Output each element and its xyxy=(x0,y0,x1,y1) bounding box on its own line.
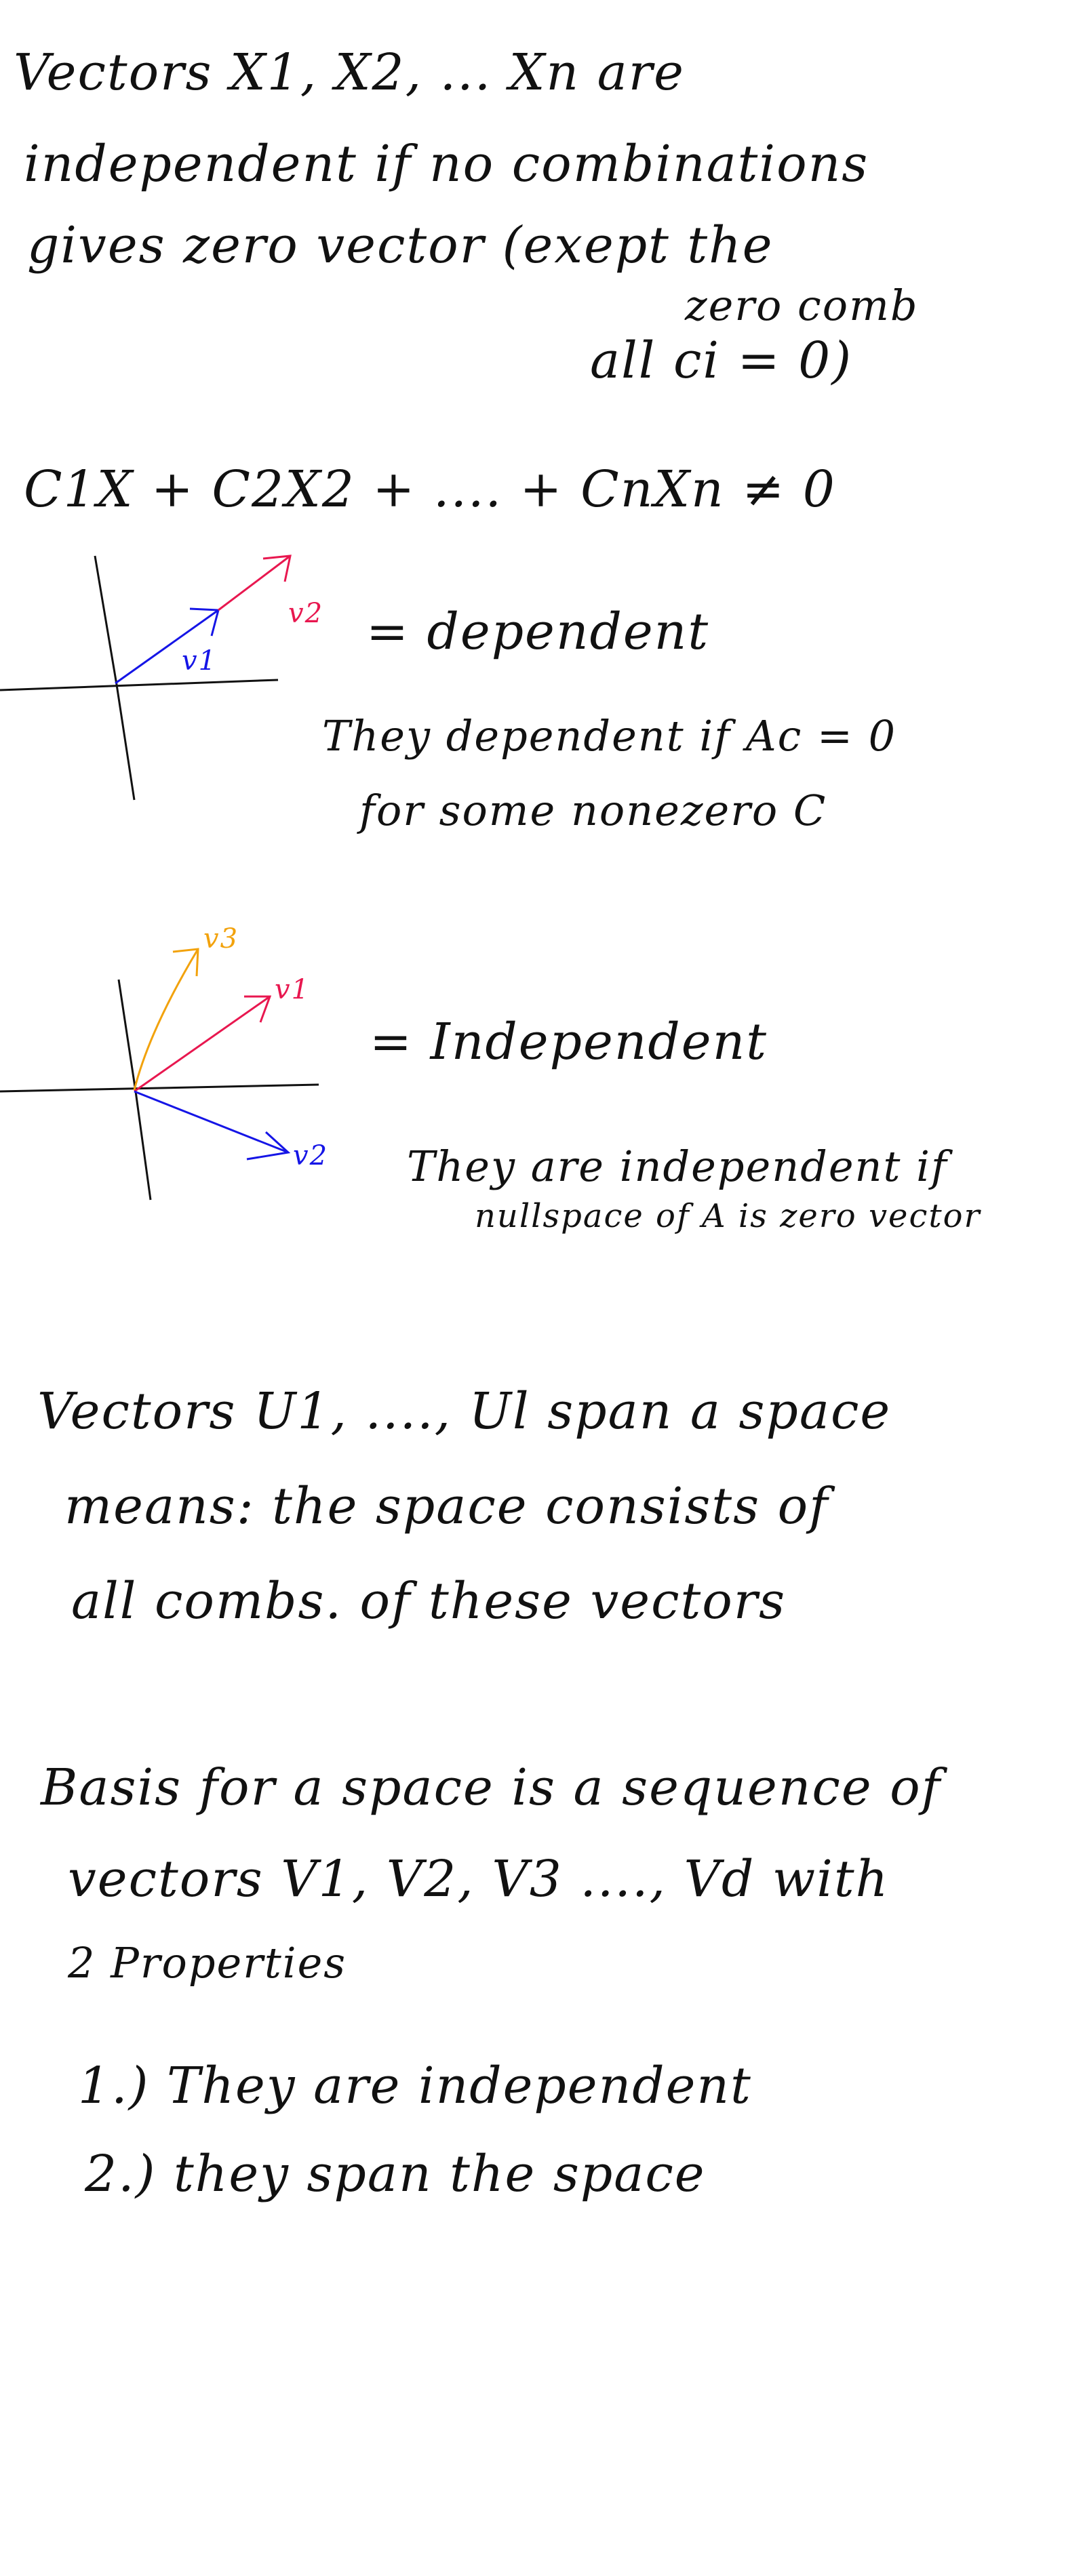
dependent-vector-v1 xyxy=(115,609,219,685)
basis-line-2: vectors V1, V2, V3 ...., Vd with xyxy=(68,1850,890,1908)
independent-label-v1: v1 xyxy=(275,974,311,1005)
span-line-1: Vectors U1, ...., Ul span a space xyxy=(37,1382,892,1441)
independent-label-v3: v3 xyxy=(203,923,239,954)
independent-vector-v3 xyxy=(133,948,199,1091)
independent-vector-v1 xyxy=(134,995,271,1093)
independent-diagram xyxy=(0,948,319,1201)
independence-line-2: independent if no combinations xyxy=(24,135,869,193)
dependent-label-v1: v1 xyxy=(182,645,218,677)
dependent-x-axis xyxy=(0,679,279,691)
dependent-equals-text: = dependent xyxy=(366,603,710,661)
independent-x-axis xyxy=(0,1083,319,1093)
independent-vector-v2 xyxy=(134,1090,289,1154)
dependent-note-line-1: They dependent if Ac = 0 xyxy=(322,711,897,761)
span-line-3: all combs. of these vectors xyxy=(71,1572,787,1630)
dependent-vector-v2-arrowhead xyxy=(262,555,292,582)
dependent-y-axis xyxy=(94,555,136,801)
independence-line-4: zero comb xyxy=(685,281,919,330)
basis-line-3: 2 Properties xyxy=(68,1938,347,1988)
independence-line-5: all ci = 0) xyxy=(590,331,853,390)
dependent-label-v2: v2 xyxy=(288,598,324,629)
independent-vector-v2-arrowhead xyxy=(246,1131,291,1161)
independent-note-line-1: They are independent if xyxy=(407,1142,948,1191)
independence-line-1: Vectors X1, X2, ... Xn are xyxy=(14,43,685,102)
independent-vector-v3-arrowhead xyxy=(172,948,199,977)
dependent-note-line-2: for some nonezero C xyxy=(359,786,827,835)
combination-equation: C1X + C2X2 + .... + CnXn ≠ 0 xyxy=(24,460,836,519)
independent-equals-text: = Independent xyxy=(370,1013,768,1071)
basis-line-1: Basis for a space is a sequence of xyxy=(41,1758,942,1817)
independent-note-line-2: nullspace of A is zero vector xyxy=(475,1197,981,1235)
dependent-vector-v2 xyxy=(218,555,291,611)
independent-label-v2: v2 xyxy=(293,1140,329,1171)
independent-vector-v1-arrowhead xyxy=(244,995,272,1023)
span-line-2: means: the space consists of xyxy=(64,1477,829,1535)
independence-line-3: gives zero vector (exept the xyxy=(27,216,774,275)
basis-property-1: 1.) They are independent xyxy=(78,2057,752,2115)
dependent-diagram xyxy=(0,555,292,801)
basis-property-2: 2.) they span the space xyxy=(85,2145,706,2203)
